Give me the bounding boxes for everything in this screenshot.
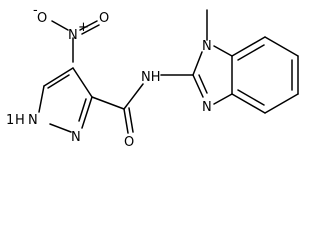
atom-carbonyl-o: O xyxy=(124,135,134,150)
atom-nitro-o-double: O xyxy=(99,11,109,26)
bond-c2-n3-inner xyxy=(198,74,208,94)
chemical-structure-diagram: O - N + O 1 H N N O NH N N xyxy=(6,3,299,150)
atom-imidazole-n: N xyxy=(202,100,212,115)
atom-nitro-o-minus: O xyxy=(37,11,47,26)
bond-c3-c4 xyxy=(72,67,93,98)
bond-c7a-c7-inner xyxy=(237,44,265,61)
bond-c4-c5 xyxy=(43,67,74,87)
bond-n3-c3a xyxy=(213,93,233,105)
atom-imidazole-n-methyl: N xyxy=(202,39,212,54)
bond-carbonyl-o-2 xyxy=(128,107,134,133)
atom-pyrazole-h: H xyxy=(15,113,25,128)
bond-n2-c3 xyxy=(81,96,93,129)
bond-c5-n1 xyxy=(38,85,45,113)
atom-pyrazole-nh: N xyxy=(28,113,38,128)
bond-n1-c7a xyxy=(213,45,233,57)
bond-c4-c3a-inner xyxy=(237,89,265,106)
bond-c4-c3a xyxy=(231,93,266,114)
bond-n-o-double-1 xyxy=(79,20,98,31)
bond-n-o-double-2 xyxy=(81,24,100,35)
bond-c5-c4 xyxy=(264,93,299,114)
bond-carbonyl-o-1 xyxy=(123,108,129,134)
bond-n2-c3-inner xyxy=(78,98,87,122)
bond-carbonyl-nh xyxy=(123,83,144,110)
atom-nitro-n-plus: N xyxy=(68,28,78,43)
bond-c2-n1 xyxy=(192,51,203,76)
bond-n1-n2 xyxy=(49,123,72,133)
bond-c7-c6 xyxy=(264,36,299,57)
bond-c3-carbonyl xyxy=(91,96,125,110)
bond-c4-c5-inner xyxy=(47,74,70,89)
atom-locant-1: 1 xyxy=(6,113,14,128)
bonds xyxy=(38,9,299,134)
charge-plus: + xyxy=(78,20,89,35)
atom-amide-nh: NH xyxy=(141,70,161,85)
bond-c2-n3 xyxy=(192,74,204,98)
charge-minus: - xyxy=(33,3,38,18)
atom-pyrazole-n: N xyxy=(71,130,81,145)
atom-labels: O - N + O 1 H N N O NH N N xyxy=(6,3,212,150)
bond-c7a-c7 xyxy=(231,36,266,57)
bond-o-minus-n xyxy=(51,20,69,31)
